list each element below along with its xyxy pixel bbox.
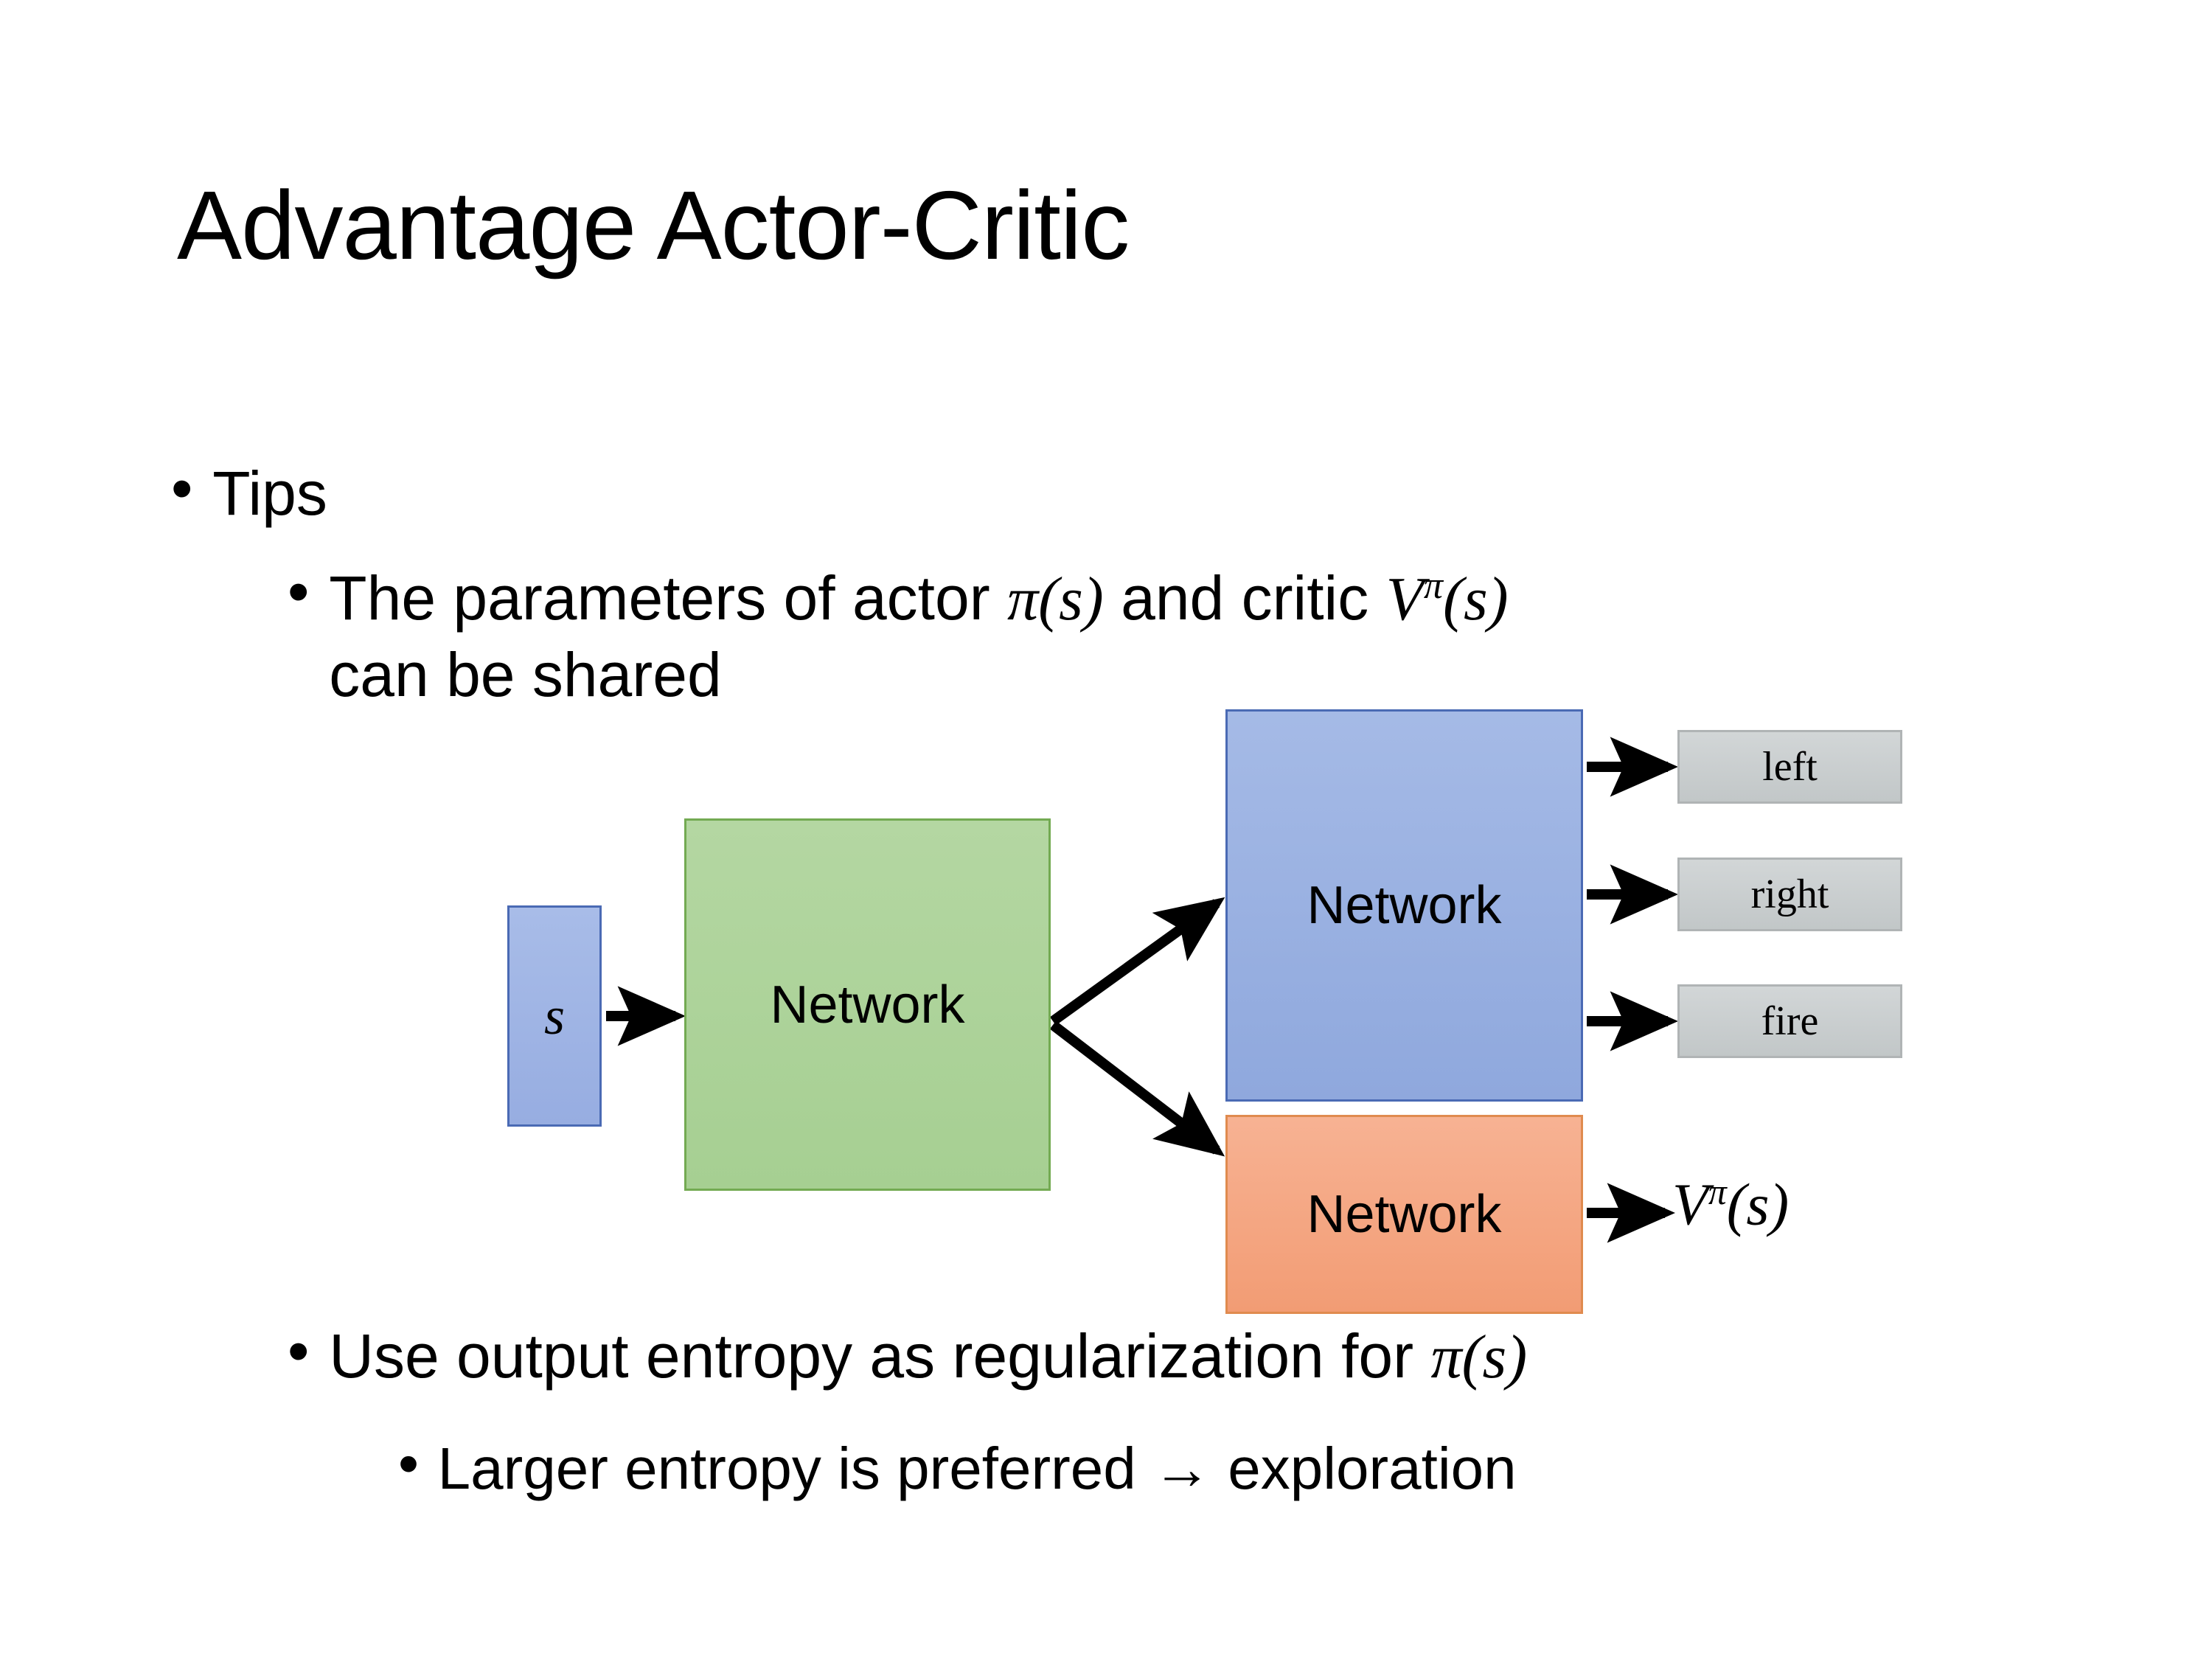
bullet-marker: • [171,453,193,523]
critic-network-label: Network [1307,1185,1502,1244]
critic-pi-superscript: π [1423,565,1443,607]
critic-network-box[interactable]: Network [1225,1115,1583,1314]
bullet-tips-label: Tips [212,459,327,528]
bullet-entropy-text: Use output entropy as regularization for… [329,1320,1527,1394]
text-can-be-shared: can be shared [329,640,722,710]
action-label-fire: fire [1761,998,1819,1044]
bullet-larger-entropy: • Larger entropy is preferred → explorat… [398,1434,1517,1503]
bullet-larger-entropy-label: Larger entropy is preferred → exploratio… [437,1436,1517,1501]
arrow-shared-to-critic [1049,1020,1225,1157]
bullet-marker: • [288,557,310,626]
actor-policy-symbol: π(s) [1007,565,1104,633]
bullet-entropy-regularization: • Use output entropy as regularization f… [288,1320,1527,1394]
shared-network-label: Network [770,975,965,1034]
bullet-marker: • [398,1430,420,1496]
entropy-policy-symbol: π(s) [1430,1323,1528,1391]
critic-argument: (s) [1442,565,1509,633]
state-input-box[interactable]: s [507,905,602,1127]
action-label-left: left [1762,744,1818,790]
arrow-shared-to-actor [1049,897,1225,1026]
text-before-actor-symbol: The parameters of actor [329,563,1008,633]
entropy-text-prefix: Use output entropy as regularization for [329,1321,1431,1391]
action-box-right[interactable]: right [1677,858,1902,931]
critic-value-symbol: Vπ(s) [1386,565,1509,633]
bullet-tips: • Tips [171,457,327,530]
state-input-label: s [543,986,566,1046]
action-box-left[interactable]: left [1677,730,1902,804]
value-pi-superscript: π [1708,1172,1727,1212]
actor-network-box[interactable]: Network [1225,709,1583,1102]
page-title: Advantage Actor-Critic [177,171,1130,279]
critic-v-letter: V [1385,565,1424,633]
action-box-fire[interactable]: fire [1677,984,1902,1058]
text-between-symbols: and critic [1103,563,1386,633]
bullet-marker: • [288,1316,310,1385]
bullet-shared-params-text: The parameters of actor π(s) and critic … [329,560,1508,713]
value-v-letter: V [1672,1172,1708,1238]
action-label-right: right [1750,872,1829,917]
value-argument: (s) [1726,1172,1790,1238]
value-function-output: Vπ(s) [1672,1171,1789,1239]
bullet-shared-params: • The parameters of actor π(s) and criti… [288,560,2020,713]
actor-network-label: Network [1307,876,1502,935]
shared-network-box[interactable]: Network [684,818,1051,1191]
